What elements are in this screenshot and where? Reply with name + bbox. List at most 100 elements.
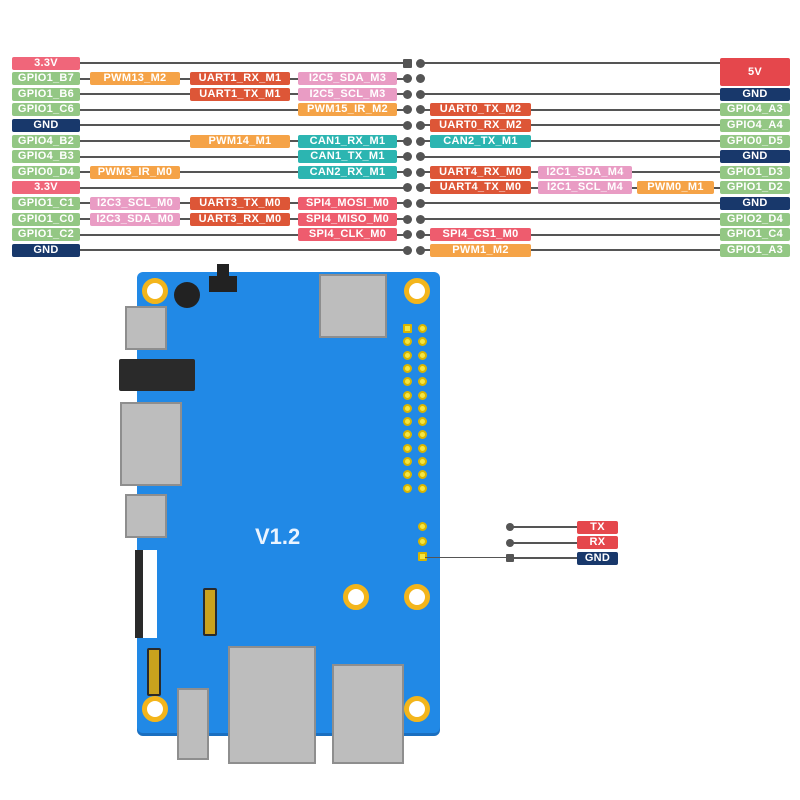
wire	[80, 155, 407, 158]
pin-label: GPIO1_A3	[720, 243, 790, 257]
pin-label: PWM1_M2	[430, 243, 531, 257]
wire	[80, 249, 407, 252]
pin-label: SPI4_CLK_M0	[298, 228, 397, 242]
pin	[416, 89, 425, 99]
pin-label: GPIO4_A4	[720, 118, 790, 132]
header-pin	[403, 483, 412, 493]
pin-label: UART3_RX_M0	[190, 212, 290, 226]
wire	[80, 233, 407, 236]
wire	[420, 202, 720, 205]
wire	[420, 108, 720, 111]
pin-label: PWM14_M1	[190, 134, 290, 148]
pin-label: 3.3V	[12, 56, 80, 70]
pin-label: UART4_RX_M0	[430, 165, 531, 179]
header-pin	[418, 337, 427, 347]
header-pin	[403, 470, 412, 480]
header-pin	[403, 457, 412, 466]
board-version: V1.2	[255, 524, 301, 549]
pin	[403, 214, 412, 224]
power-port	[177, 688, 209, 760]
pin-label: UART0_RX_M2	[430, 118, 531, 132]
ethernet-port	[228, 646, 316, 764]
pin-label: PWM13_M2	[90, 72, 180, 86]
pin	[403, 136, 412, 146]
pin	[416, 183, 425, 193]
pin	[403, 183, 412, 193]
wire	[420, 249, 720, 252]
pin-label: GND	[12, 243, 80, 257]
pin-label: GPIO4_B2	[12, 134, 80, 148]
header-pin	[418, 430, 427, 440]
debug-label: TX	[577, 520, 618, 534]
pin-label: GPIO1_C0	[12, 212, 80, 226]
pin	[416, 105, 425, 115]
wire	[420, 233, 720, 236]
debug-pin	[418, 537, 427, 546]
header-pin	[403, 417, 412, 427]
wire	[80, 186, 407, 189]
pin	[416, 74, 425, 84]
header-pin	[403, 350, 412, 360]
pin	[506, 523, 514, 531]
header-pin	[403, 377, 412, 387]
debug-pin	[418, 522, 427, 531]
pin	[403, 120, 412, 130]
pin	[403, 230, 412, 240]
button-icon	[174, 282, 200, 308]
pin	[403, 89, 412, 99]
pin	[403, 74, 412, 84]
sd-card-slot	[319, 274, 387, 338]
header-pin	[418, 363, 427, 373]
jumper-connector	[209, 264, 237, 300]
pin-label: SPI4_MISO_M0	[298, 212, 397, 226]
pin	[416, 245, 425, 255]
pin	[403, 245, 412, 255]
header-pin	[418, 417, 427, 427]
usb-c-port	[125, 306, 167, 350]
pin	[403, 198, 412, 208]
header-pin	[403, 430, 412, 440]
wire	[512, 557, 578, 559]
pin-label: GPIO1_B6	[12, 87, 80, 101]
mount-hole	[404, 696, 430, 722]
pin-label: PWM3_IR_M0	[90, 165, 180, 179]
fpc-connector	[203, 588, 217, 636]
header-pin	[403, 403, 412, 413]
header-pin	[403, 324, 412, 333]
pin-label: SPI4_MOSI_M0	[298, 196, 397, 210]
pin-label: GPIO1_C6	[12, 103, 80, 117]
wire	[420, 140, 720, 142]
pin	[416, 58, 425, 68]
pin-label: UART1_TX_M1	[190, 87, 290, 101]
header-pin	[418, 403, 427, 413]
pin-label: GPIO1_D2	[720, 181, 790, 195]
pin-label: UART0_TX_M2	[430, 103, 531, 117]
pin-label: GPIO1_C2	[12, 228, 80, 242]
pin-label: GPIO0_D5	[720, 134, 790, 148]
pin	[416, 198, 425, 208]
mount-hole	[343, 584, 369, 610]
pin	[416, 152, 425, 162]
wire	[80, 171, 407, 174]
pin-label: GPIO4_A3	[720, 103, 790, 117]
pin-label: SPI4_CS1_M0	[430, 228, 531, 242]
pin-label: UART1_RX_M1	[190, 72, 290, 86]
mount-hole	[142, 278, 168, 304]
header-pin	[403, 337, 412, 347]
wire	[512, 541, 578, 544]
pin	[506, 554, 514, 562]
wire	[420, 155, 720, 158]
pin	[403, 58, 412, 68]
mount-hole	[404, 584, 430, 610]
pin-label: CAN1_TX_M1	[298, 150, 397, 164]
header-pin	[418, 350, 427, 360]
pin	[416, 120, 425, 130]
mount-hole	[404, 278, 430, 304]
wire	[420, 62, 720, 64]
header-pin	[403, 363, 412, 373]
header-pin	[418, 470, 427, 480]
pin-label: I2C3_SCL_M0	[90, 196, 180, 210]
pin	[403, 105, 412, 115]
wire	[80, 124, 407, 127]
pin-label: PWM0_M1	[637, 181, 714, 195]
